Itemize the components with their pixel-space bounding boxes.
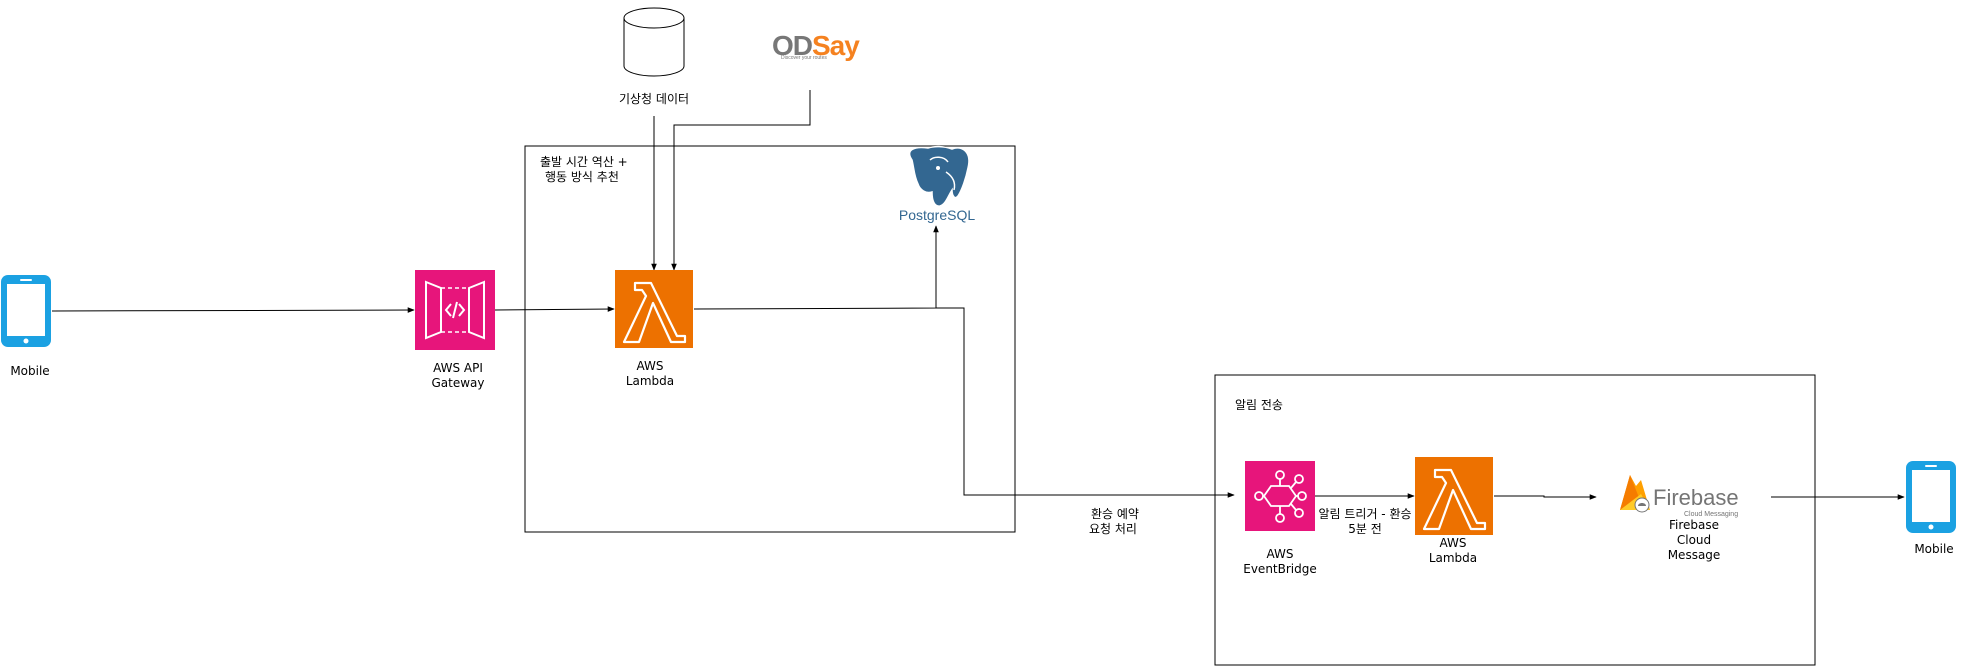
weather-database-icon bbox=[623, 7, 685, 77]
edge-lambda-to-postgres bbox=[693, 225, 939, 310]
firebase-logo: Firebase Cloud Messaging bbox=[1620, 475, 1739, 518]
mobile-right-label: Mobile bbox=[1914, 542, 1953, 556]
group-departure bbox=[524, 145, 1016, 533]
eventbridge-label-1: AWS bbox=[1266, 547, 1293, 561]
postgresql-wordmark: PostgreSQL bbox=[899, 207, 975, 223]
api-gateway-label-2: Gateway bbox=[431, 376, 484, 390]
edge-label-transfer-2: 요청 처리 bbox=[1089, 522, 1137, 536]
lambda-main-icon bbox=[615, 270, 693, 348]
edge-lambda-to-firebase bbox=[1494, 494, 1597, 500]
group-notify bbox=[1214, 374, 1816, 666]
odsay-tagline: Discover your routes bbox=[781, 55, 827, 61]
lambda-main-label-1: AWS bbox=[636, 359, 663, 373]
firebase-wordmark: Firebase bbox=[1653, 485, 1739, 510]
lambda-notify-label-1: AWS bbox=[1439, 536, 1466, 550]
firebase-label-1: Firebase bbox=[1669, 518, 1719, 532]
odsay-logo: ODSay Discover your routes bbox=[772, 30, 861, 61]
eventbridge-label-2: EventBridge bbox=[1243, 562, 1317, 576]
edge-lambda-to-eventbridge bbox=[936, 307, 1235, 498]
edge-label-transfer-1: 환승 예약 bbox=[1091, 506, 1139, 521]
edge-gateway-to-lambda bbox=[494, 306, 615, 312]
mobile-left-label: Mobile bbox=[10, 364, 49, 378]
weather-database-label: 기상청 데이터 bbox=[619, 92, 689, 106]
lambda-main-label-2: Lambda bbox=[626, 374, 674, 388]
group-departure-title-2: 행동 방식 추천 bbox=[545, 169, 619, 184]
group-departure-title-1: 출발 시간 역산 + bbox=[540, 155, 628, 169]
api-gateway-label-1: AWS API bbox=[433, 361, 483, 375]
postgresql-logo: PostgreSQL bbox=[899, 145, 975, 223]
eventbridge-icon bbox=[1245, 461, 1315, 531]
firebase-subtext: Cloud Messaging bbox=[1684, 511, 1738, 518]
mobile-left-icon bbox=[1, 275, 51, 347]
lambda-notify-label-2: Lambda bbox=[1429, 551, 1477, 565]
svg-text:ODSay: ODSay bbox=[772, 30, 860, 61]
lambda-notify-icon bbox=[1415, 457, 1493, 535]
edge-label-trigger-1: 알림 트리거 - 환승 bbox=[1318, 507, 1411, 521]
edge-odsay-to-lambda bbox=[671, 90, 811, 271]
edge-label-trigger-2: 5분 전 bbox=[1348, 522, 1382, 536]
edge-mobile-to-gateway bbox=[51, 307, 415, 313]
api-gateway-icon bbox=[415, 270, 495, 350]
group-notify-title: 알림 전송 bbox=[1235, 398, 1283, 412]
mobile-right-icon bbox=[1906, 461, 1956, 533]
firebase-label-3: Message bbox=[1668, 548, 1721, 562]
firebase-label-2: Cloud bbox=[1677, 533, 1711, 547]
